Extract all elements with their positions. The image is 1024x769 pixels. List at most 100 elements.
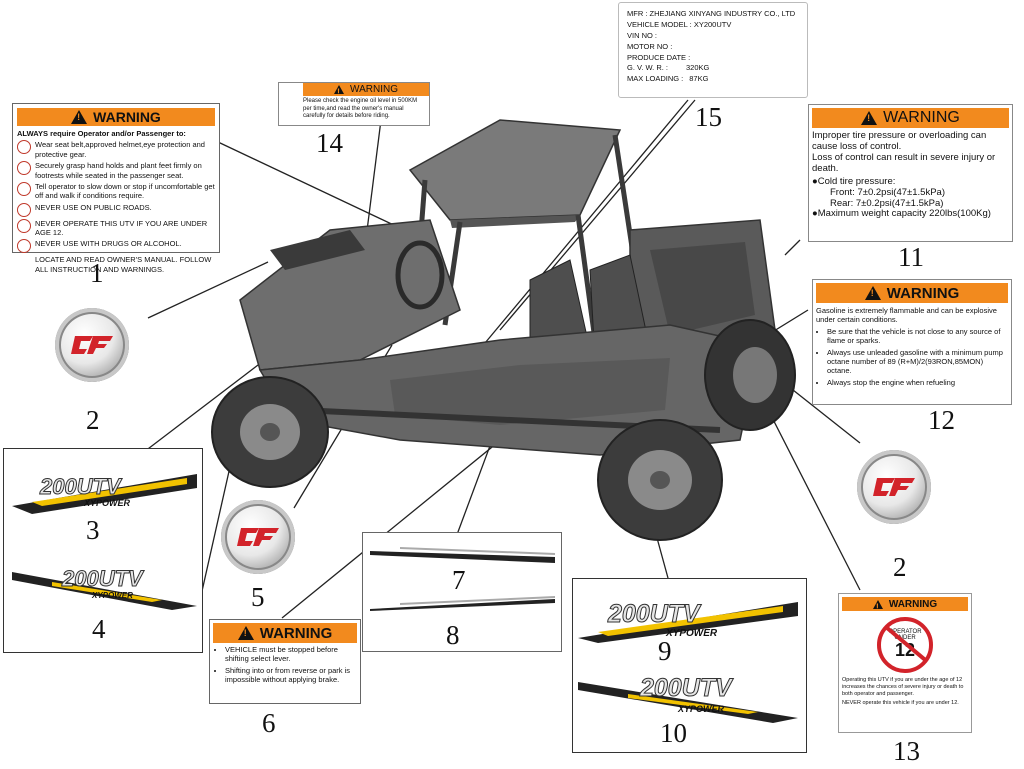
label-1-line: NEVER USE ON PUBLIC ROADS. [35, 202, 152, 212]
decal-9-graphic: 200UTV XYPOWER [578, 600, 798, 643]
label-13-header: WARNING [842, 597, 968, 612]
label-1-row: NEVER USE ON PUBLIC ROADS. [17, 202, 215, 217]
label-11-cold: Cold tire pressure: [817, 175, 896, 187]
label-11-header-text: WARNING [883, 109, 960, 126]
nameplate-model: VEHICLE MODEL : XY200UTV [627, 19, 732, 29]
label-1-header: WARNING [17, 108, 215, 126]
warning-triangle-icon [334, 85, 345, 97]
callout-13: 13 [893, 736, 920, 766]
label-11-p1: Improper tire pressure or overloading ca… [812, 130, 987, 152]
label-12-body: Gasoline is extremely flammable and can … [816, 306, 1008, 387]
label-6-header-text: WARNING [259, 624, 333, 642]
decal-10-sub-text: XYPOWER [677, 704, 725, 714]
callout-8: 8 [446, 620, 460, 650]
label-1-warning-passenger: WARNING ALWAYS require Operator and/or P… [12, 103, 220, 274]
callout-7: 7 [452, 565, 466, 595]
label-1-header-text: WARNING [93, 109, 161, 125]
callout-3: 3 [86, 515, 100, 545]
label-11-max-row: ●Maximum weight capacity 220lbs(100Kg) [812, 208, 991, 220]
decal-3-graphic: 200UTV XYPOWER [12, 474, 197, 514]
callout-4: 4 [92, 614, 106, 644]
label-1-line: Tell operator to slow down or stop if un… [35, 181, 215, 201]
nameplate-produce-date: PRODUCE DATE : [627, 52, 691, 62]
label-15-nameplate: MFR : ZHEJIANG XINYANG INDUSTRY CO., LTD… [618, 2, 808, 98]
label-1-intro: ALWAYS require Operator and/or Passenger… [17, 129, 186, 138]
label-1-row: Securely grasp hand holds and plant feet… [17, 161, 215, 180]
label-13-text: Operating this UTV if you are under the … [842, 677, 964, 697]
callout-12: 12 [928, 405, 955, 435]
label-1-line: Wear seat belt,approved helmet,eye prote… [35, 140, 205, 159]
cf-logo-icon [237, 528, 279, 546]
label-13-never: NEVER operate this vehicle if you are un… [842, 699, 959, 706]
callout-1: 1 [90, 258, 104, 288]
label-6-item: VEHICLE must be stopped before shifting … [225, 645, 357, 664]
label-6-header: WARNING [213, 623, 357, 643]
decal-8-stripe [370, 596, 555, 611]
label-11-max: Maximum weight capacity 220lbs(100Kg) [817, 208, 991, 220]
label-11-warning-tire: WARNING Improper tire pressure or overlo… [808, 104, 1013, 242]
label-12-intro: Gasoline is extremely flammable and can … [816, 306, 997, 325]
nameplate-max-row: MAX LOADING : 87KG [627, 74, 799, 85]
warning-triangle-icon [237, 626, 254, 640]
label-14-warning-oil: WARNING Please check the engine oil leve… [278, 82, 430, 126]
label-1-lines: Wear seat belt,approved helmet,eye prote… [17, 140, 215, 274]
label-14-text: Please check the engine oil level in 500… [303, 98, 418, 119]
label-12-header-text: WARNING [886, 284, 960, 302]
nameplate-gvwr-row: G. V. W. R. : 320KG [627, 63, 799, 74]
decal-9-sub-text: XYPOWER [665, 628, 718, 639]
label-6-item: Shifting into or from reverse or park is… [225, 666, 357, 685]
label-1-row: Wear seat belt,approved helmet,eye prote… [17, 140, 215, 159]
label-13-warning-age: WARNING OPERATOR UNDER 12 Operating this… [838, 593, 972, 733]
label-12-header: WARNING [816, 283, 1008, 303]
nameplate-gvwr-label: G. V. W. R. : [627, 63, 668, 73]
warning-triangle-icon [872, 599, 883, 612]
callout-11: 11 [898, 242, 924, 272]
label-14-header: WARNING [303, 83, 429, 97]
utv-vehicle-illustration [211, 119, 796, 541]
warning-triangle-icon [861, 111, 878, 125]
label-12-item: Always stop the engine when refueling [827, 378, 1008, 387]
no-under-12-icon: OPERATOR UNDER 12 [877, 617, 933, 673]
nameplate-mfr: MFR : ZHEJIANG XINYANG INDUSTRY CO., LTD [627, 9, 796, 18]
callout-2-left: 2 [86, 405, 100, 435]
label-11-body: Improper tire pressure or overloading ca… [812, 130, 1009, 220]
label-1-line: NEVER OPERATE THIS UTV IF YOU ARE UNDER … [35, 218, 208, 237]
label-11-cold-row: ●Cold tire pressure: [812, 175, 896, 187]
slow-down-icon [17, 181, 31, 196]
callout-9: 9 [658, 636, 672, 666]
decal-4-sub-text: XYPOWER [91, 591, 133, 600]
cf-badge-right [857, 450, 931, 524]
label-11-header: WARNING [812, 108, 1009, 128]
label-1-row: NEVER OPERATE THIS UTV IF YOU ARE UNDER … [17, 218, 215, 238]
decal-9-main-text: 200UTV [607, 600, 702, 628]
label-1-row: NEVER USE WITH DRUGS OR ALCOHOL. [17, 239, 215, 254]
label-1-line: Securely grasp hand holds and plant feet… [35, 161, 202, 180]
label-11-front: Front: 7±0.2psi(47±1.5kPa) [830, 186, 945, 198]
label-12-list: Be sure that the vehicle is not close to… [816, 327, 1008, 387]
callout-5: 5 [251, 582, 265, 612]
decal-10-graphic: 200UTV XYPOWER [578, 674, 798, 723]
hand-hold-icon [17, 161, 31, 176]
callout-2-right: 2 [893, 552, 907, 582]
helmet-icon [17, 140, 31, 155]
callout-15: 15 [695, 102, 722, 132]
callout-14: 14 [316, 128, 343, 158]
label-11-p2: Loss of control can result in severe inj… [812, 151, 996, 174]
cf-logo-icon [71, 336, 113, 354]
no-road-icon [17, 202, 31, 217]
label-14-header-text: WARNING [350, 84, 398, 95]
label-11-rear: Rear: 7±0.2psi(47±1.5kPa) [830, 197, 944, 209]
cf-logo-icon [873, 478, 915, 496]
nameplate-vin: VIN NO : [627, 30, 658, 40]
label-12-item: Always use unleaded gasoline with a mini… [827, 348, 1008, 376]
callout-6: 6 [262, 708, 276, 738]
label-1-row: Tell operator to slow down or stop if un… [17, 181, 215, 201]
nameplate-max-value: 87KG [689, 74, 709, 84]
nameplate-max-label: MAX LOADING : [627, 74, 684, 84]
warning-triangle-icon [71, 110, 88, 124]
decal-7-stripe [370, 547, 555, 563]
label-6-list: VEHICLE must be stopped before shifting … [213, 645, 357, 685]
label-12-item: Be sure that the vehicle is not close to… [827, 327, 1008, 346]
nameplate-gvwr-value: 320KG [685, 63, 710, 73]
decal-4-graphic: 200UTV XYPOWER [12, 566, 197, 610]
